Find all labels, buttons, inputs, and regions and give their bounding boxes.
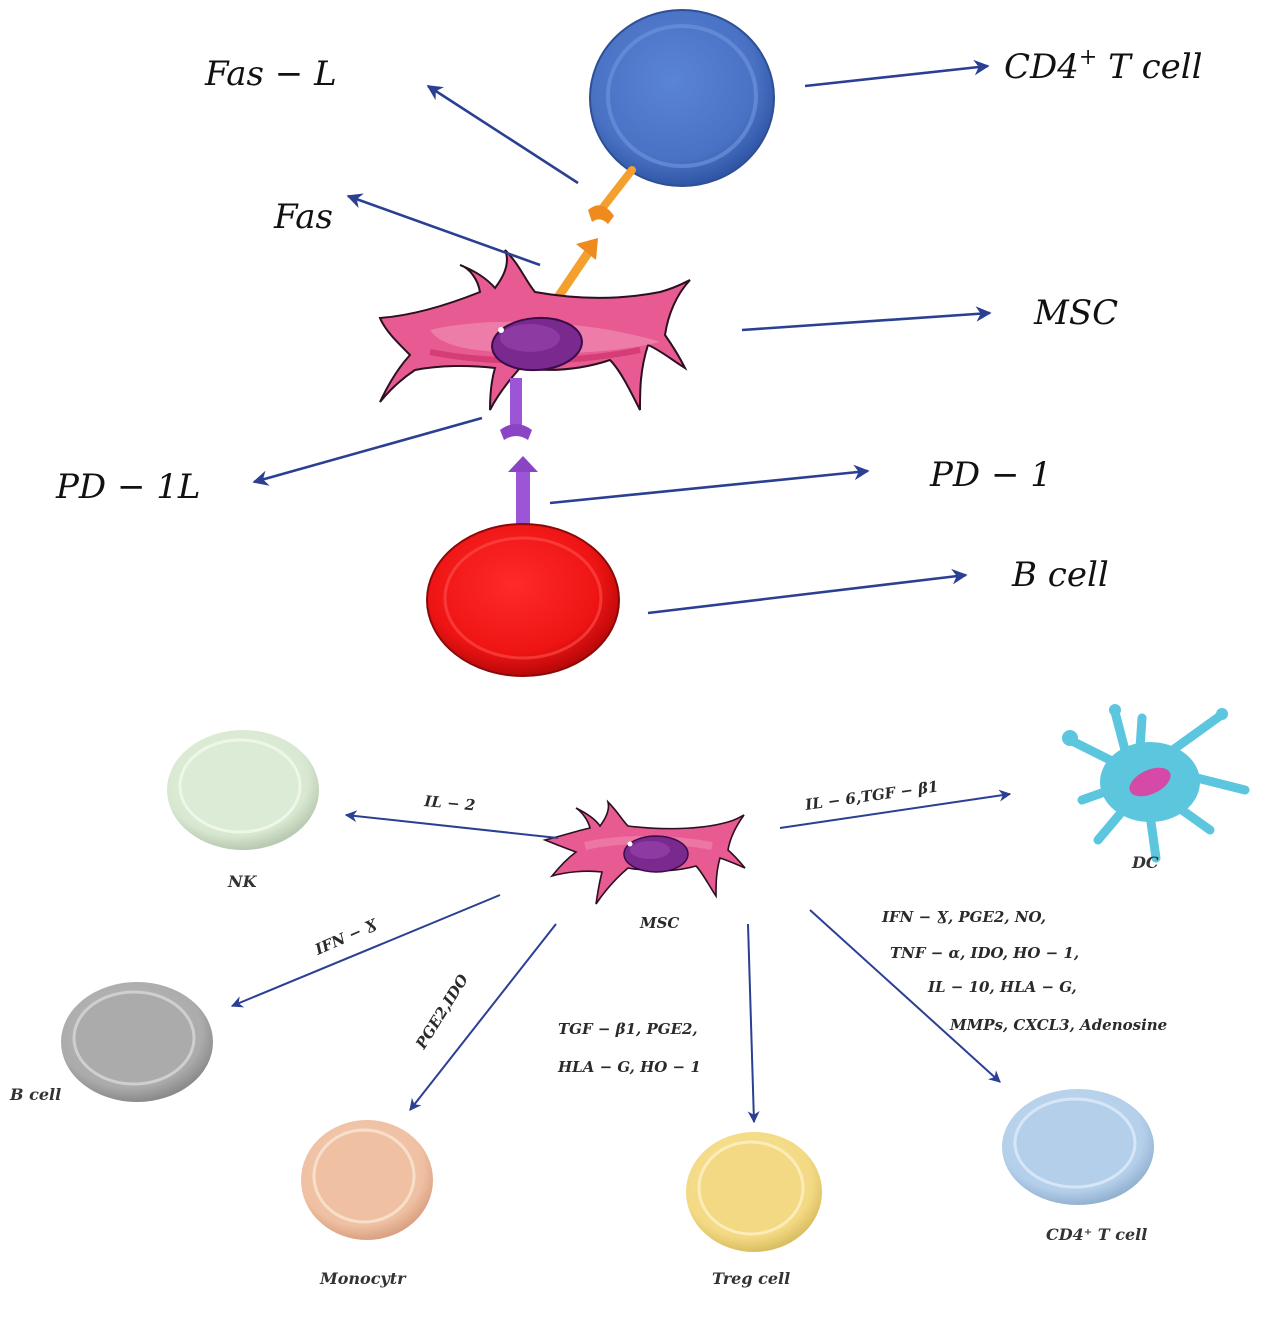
arrow-to-cd4-t-cell (804, 59, 990, 88)
b-cell-top-icon (426, 523, 620, 677)
label-treg: Treg cell (712, 1269, 790, 1288)
dc-cell-icon (1062, 704, 1250, 863)
pd-1-receptor-icon (508, 456, 538, 530)
msc-cell-icon (378, 249, 691, 411)
signal-cd4-line-3: IL − 10, HLA − G, (927, 978, 1077, 996)
arrow-to-treg (747, 923, 760, 1124)
signal-cd4-line-1: IFN − Ɣ, PGE2, NO, (881, 908, 1046, 926)
signal-treg-line-2: HLA − G, HO − 1 (557, 1058, 701, 1076)
signal-monocyte: PGE2,IDO (412, 971, 472, 1053)
signal-nk: IL − 2 (423, 792, 476, 814)
signal-treg-line-1: TGF − β1, PGE2, (558, 1020, 698, 1038)
treg-cell-icon (686, 1132, 822, 1252)
label-dc: DC (1131, 853, 1159, 872)
arrow-to-nk (344, 810, 559, 839)
arrow-to-fas (346, 193, 541, 267)
label-pd-1: PD − 1 (929, 455, 1052, 495)
monocyte-cell-icon (301, 1120, 433, 1240)
signal-cd4-line-4: MMPs, CXCL3, Adenosine (949, 1016, 1167, 1034)
label-b-cell-bottom: B cell (9, 1085, 61, 1104)
label-fas: Fas (273, 197, 333, 237)
arrow-to-pd-1 (549, 464, 870, 505)
arrow-to-msc (741, 306, 992, 332)
arrow-to-monocyte (409, 923, 557, 1111)
arrow-to-dc (779, 789, 1012, 829)
signal-cd4-line-2: TNF − α, IDO, HO − 1, (890, 944, 1079, 962)
nk-cell-icon (167, 730, 319, 850)
label-nk: NK (227, 872, 258, 891)
signal-b-cell: IFN − Ɣ (311, 915, 381, 959)
label-msc: MSC (1033, 293, 1118, 333)
arrow-to-cd4-t-cell-bottom (809, 909, 1001, 1083)
arrow-to-b-cell-bottom (230, 894, 501, 1008)
arrow-to-b-cell (647, 568, 968, 615)
arrow-to-pd-1l (252, 416, 483, 486)
cd4-t-cell-icon (589, 9, 775, 187)
label-msc-center: MSC (639, 914, 679, 932)
label-pd-1l: PD − 1L (55, 467, 200, 507)
msc-center-icon (542, 799, 746, 905)
b-cell-bottom-icon (61, 982, 213, 1102)
label-b-cell: B cell (1011, 555, 1109, 595)
bottom-panel: MSC NK IL − 2 DC IL − 6,TGF − β1 B cell … (9, 704, 1250, 1288)
label-cd4-t-cell: CD4+ T cell (1004, 45, 1203, 87)
signal-dc: IL − 6,TGF − β1 (803, 777, 939, 814)
label-monocyte: Monocytr (319, 1269, 407, 1288)
label-fas-l: Fas − L (204, 54, 337, 94)
top-panel: Fas − L CD4+ T cell Fas MSC PD − 1L PD −… (55, 9, 1203, 677)
label-cd4-t-cell-bottom: CD4⁺ T cell (1046, 1225, 1147, 1244)
cd4-t-cell-bottom-icon (1002, 1089, 1154, 1205)
pd-1l-receptor-icon (500, 378, 532, 440)
fas-ligand-receptor-icon (588, 166, 636, 224)
arrow-to-fas-l (426, 84, 579, 185)
